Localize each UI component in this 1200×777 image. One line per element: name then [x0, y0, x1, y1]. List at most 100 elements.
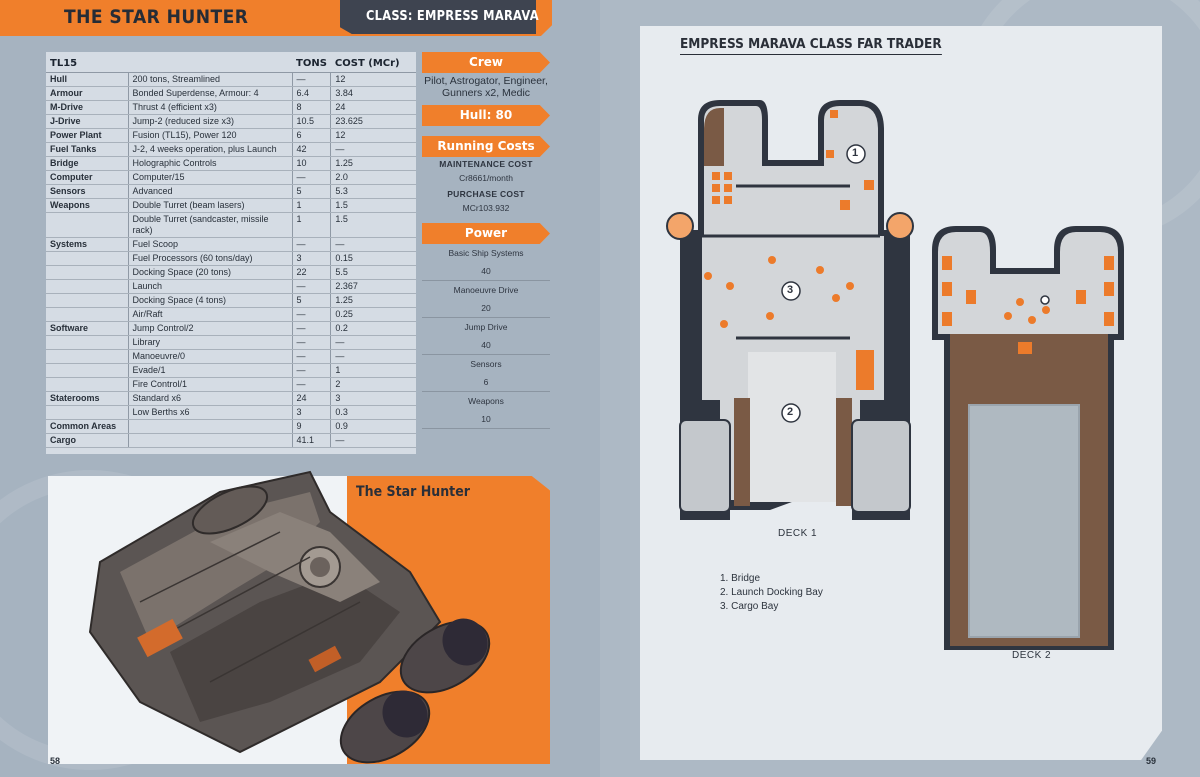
class-badge: [340, 0, 536, 34]
table-cell-section: Software: [46, 321, 129, 336]
table-cell-tons: —: [292, 237, 332, 252]
deck-1-plan: [666, 100, 914, 520]
table-cell-tons: 5: [292, 293, 332, 308]
maintenance-cost-label: MAINTENANCE COST: [439, 159, 533, 169]
power-requirement-value: 40: [422, 262, 550, 281]
summary-column: Crew Pilot, Astrogator, Engineer, Gunner…: [422, 52, 550, 429]
table-row: Launch—2.367: [46, 279, 416, 294]
table-cell-item: Standard x6: [128, 391, 293, 406]
table-cell-section: Cargo: [46, 433, 129, 448]
power-requirement-value: 6: [422, 373, 550, 392]
table-cell-cost: 2.367: [330, 279, 416, 294]
table-row: Library——: [46, 335, 416, 350]
table-row: Evade/1—1: [46, 363, 416, 378]
power-requirement-value: 20: [422, 299, 550, 318]
power-requirement-label: Basic Ship Systems: [448, 248, 524, 258]
deck-1-label: DECK 1: [778, 528, 818, 539]
deck-plan-legend: 1. Bridge 2. Launch Docking Bay 3. Cargo…: [720, 572, 823, 614]
hull-tab: Hull: 80: [422, 105, 550, 126]
table-cell-item: Fuel Processors (60 tons/day): [128, 251, 293, 266]
table-cell-tons: 22: [292, 265, 332, 280]
table-cell-cost: 0.2: [330, 321, 416, 336]
legend-item: 2. Launch Docking Bay: [720, 587, 823, 598]
table-cell-section: Weapons: [46, 198, 129, 213]
table-row: Manoeuvre/0——: [46, 349, 416, 364]
table-row: Double Turret (sandcaster, missile rack)…: [46, 212, 416, 238]
running-costs-tab: Running Costs: [422, 136, 550, 157]
table-cell-item: Double Turret (beam lasers): [128, 198, 293, 213]
table-cell-section: Systems: [46, 237, 129, 252]
table-cell-item: [128, 433, 293, 448]
table-cell-tons: 3: [292, 251, 332, 266]
table-cell-section: [46, 363, 129, 378]
power-requirement-label: Jump Drive: [464, 322, 508, 332]
table-cell-item: Launch: [128, 279, 293, 294]
room-marker-3: 3: [787, 284, 794, 296]
table-cell-cost: 1.25: [330, 293, 416, 308]
purchase-cost-value: MCr103.932: [462, 203, 510, 213]
table-header-row: TL15 TONS COST (MCr): [46, 52, 416, 73]
table-cell-cost: 1: [330, 363, 416, 378]
table-cell-section: [46, 279, 129, 294]
table-cell-tons: 1: [292, 198, 332, 213]
table-cell-cost: —: [330, 335, 416, 350]
power-requirement-label: Manoeuvre Drive: [453, 285, 519, 295]
deck-2-plan: [932, 226, 1124, 650]
page-number-right: 59: [1146, 756, 1157, 766]
table-row: Cargo 41.1—: [46, 433, 416, 448]
table-cell-cost: 5.5: [330, 265, 416, 280]
table-cell-tons: —: [292, 363, 332, 378]
table-cell-item: Fuel Scoop: [128, 237, 293, 252]
power-requirement-value: 40: [422, 336, 550, 355]
table-cell-item: Manoeuvre/0: [128, 349, 293, 364]
table-cell-item: Jump Control/2: [128, 321, 293, 336]
table-cell-cost: —: [330, 349, 416, 364]
table-cell-tons: —: [292, 321, 332, 336]
power-requirement-label: Weapons: [468, 396, 504, 406]
legend-item: 1. Bridge: [720, 573, 761, 584]
power-requirements-tab: Power Requirements: [422, 223, 550, 244]
starship-illustration: [88, 470, 491, 764]
table-cell-section: [46, 349, 129, 364]
table-cell-cost: 0.15: [330, 251, 416, 266]
power-requirement-value: 10: [422, 410, 550, 429]
table-cell-tons: —: [292, 279, 332, 294]
table-cell-item: Library: [128, 335, 293, 350]
power-requirement-label: Sensors: [470, 359, 502, 369]
room-marker-1: 1: [852, 147, 859, 159]
table-cell-tons: —: [292, 349, 332, 364]
deck-plan-title: EMPRESS MARAVA CLASS FAR TRADER: [680, 36, 942, 55]
table-cell-cost: —: [330, 237, 416, 252]
deck-2-label: DECK 2: [1012, 650, 1052, 661]
table-cell-tons: 41.1: [292, 433, 332, 448]
page-title: THE STAR HUNTER: [64, 6, 249, 28]
table-cell-item: Docking Space (20 tons): [128, 265, 293, 280]
page-number-left: 58: [50, 756, 61, 766]
legend-item: 3. Cargo Bay: [720, 601, 779, 612]
class-label: CLASS: EMPRESS MARAVA: [366, 9, 539, 24]
crew-tab: Crew: [422, 52, 550, 73]
table-cell-cost: —: [330, 433, 416, 448]
table-cell-cost: 3: [330, 391, 416, 406]
table-row: Fire Control/1—2: [46, 377, 416, 392]
maintenance-cost-value: Cr8661/month: [459, 173, 513, 183]
table-row: Air/Raft—0.25: [46, 307, 416, 322]
table-cell-section: [46, 293, 129, 308]
room-marker-2: 2: [787, 406, 794, 418]
